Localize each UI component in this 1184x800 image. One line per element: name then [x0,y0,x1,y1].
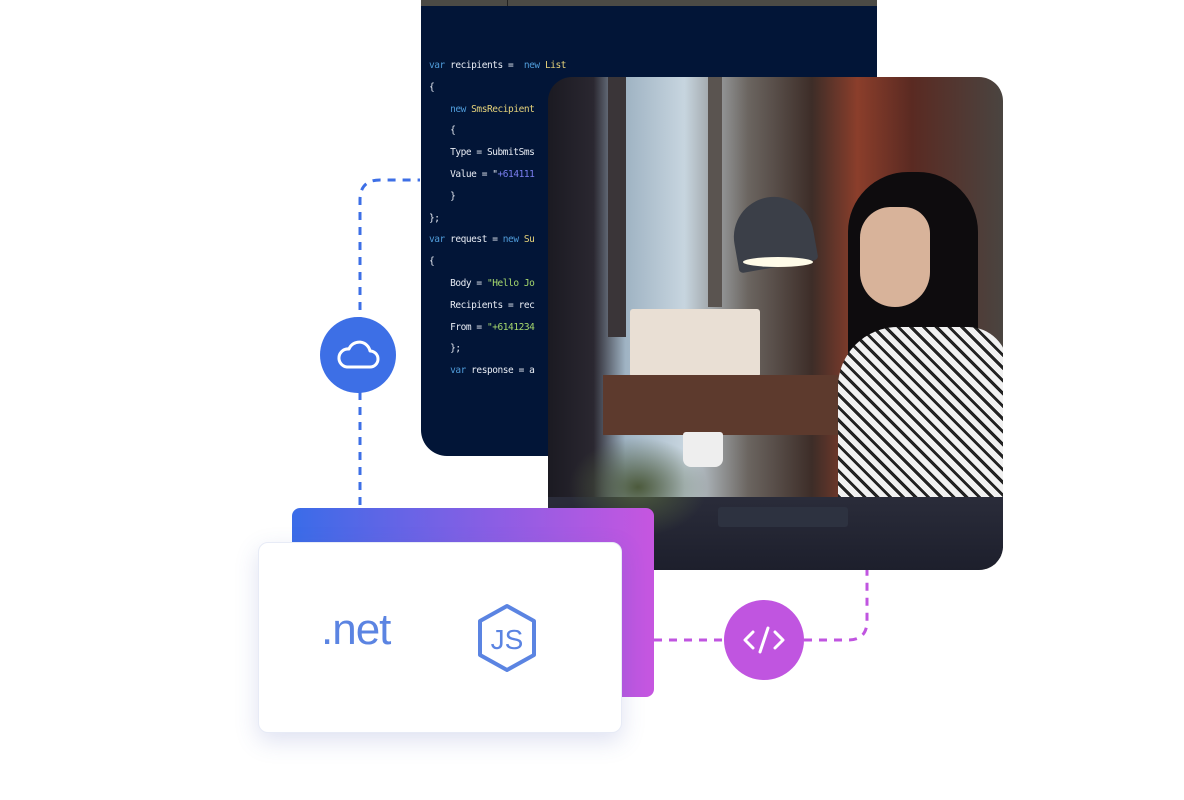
code-line: var recipients = new List [429,60,566,71]
code-line: var request = new Su [429,234,535,246]
cloud-badge [320,317,396,393]
code-token: Body = [429,278,487,289]
code-line: var response = a [429,365,535,377]
tech-logos-card: .net JS [258,542,622,733]
code-token: request = [444,234,503,246]
code-line: }; [429,343,461,354]
code-token: new [502,234,519,246]
code-token: }; [429,343,461,355]
code-token: SmsRecipient [465,103,535,115]
code-line: { [429,81,435,93]
code-token: var [429,60,445,71]
code-token: recipients = [444,60,524,71]
nodejs-logo-text: JS [491,624,524,655]
code-token: "Hello Jo [486,278,535,289]
code-token: { [429,81,435,93]
developer-photo [548,77,1003,570]
code-token: From = [429,321,487,333]
tab-divider [507,0,508,6]
code-line: Type = SubmitSms [429,147,535,159]
code-brackets-icon [743,626,785,654]
purple-dashed-connector [654,570,869,642]
code-line: Value = "+614111 [429,169,535,180]
code-token: List [539,60,567,71]
window-frame [608,77,626,337]
code-token: "+6141234 [486,321,535,333]
code-line: } [429,190,456,202]
code-token: var [429,365,466,377]
code-token: var [429,234,445,246]
code-token: Type = SubmitSms [429,147,535,159]
keyboard [718,507,848,527]
code-token: } [429,190,456,202]
code-line: }; [429,213,440,224]
editor-tab-bar [421,0,877,6]
code-token: { [429,256,435,268]
code-token: new [523,60,540,71]
code-token: Value = " [429,169,498,180]
code-token: response = a [465,365,535,377]
code-token: new [429,103,466,115]
code-line: new SmsRecipient [429,103,535,115]
code-token: Su [518,234,535,246]
blue-dashed-connector [358,178,420,505]
mug [683,432,723,467]
code-line: From = "+6141234 [429,321,535,333]
code-token: }; [429,212,440,224]
code-token: +614111 [497,169,535,180]
code-token: { [429,125,456,137]
code-line: { [429,125,456,137]
box [630,309,760,377]
lamp-light [743,257,813,267]
code-token: Recipients = rec [429,299,535,311]
code-badge [724,600,804,680]
cloud-icon [337,340,380,369]
code-line: Recipients = rec [429,299,535,311]
code-line: Body = "Hello Jo [429,278,535,289]
dotnet-logo: .net [321,605,391,654]
nodejs-logo: JS [478,604,536,672]
person-face [860,207,930,307]
code-line: { [429,256,435,268]
window-frame [708,77,722,307]
